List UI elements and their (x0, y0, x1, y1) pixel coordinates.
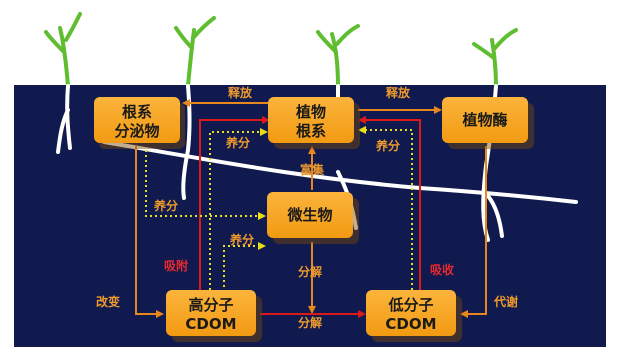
arrow-change (135, 146, 164, 318)
nutrient-path-4 (358, 126, 413, 290)
node-plant-enzyme-line1: 植物酶 (462, 111, 507, 129)
node-high-cdom: 高分子 CDOM (166, 290, 262, 342)
sprout-4 (472, 28, 518, 88)
label-nutrient-1: 养分 (225, 135, 250, 150)
label-enrich: 富集 (300, 162, 325, 177)
node-low-cdom-line1: 低分子 (387, 296, 433, 314)
node-high-cdom-line1: 高分子 (188, 296, 233, 314)
nutrient-dotted-paths (145, 126, 413, 292)
node-microbe-line1: 微生物 (286, 206, 332, 224)
label-nutrient-2: 养分 (375, 138, 400, 153)
label-absorb: 吸收 (430, 262, 454, 277)
node-root-exudate-line2: 分泌物 (114, 122, 159, 140)
node-microbe: 微生物 (267, 192, 359, 244)
sprout-2 (174, 16, 216, 88)
label-adsorb: 吸附 (164, 258, 188, 273)
label-change: 改变 (96, 294, 120, 309)
node-root-exudate-line1: 根系 (122, 103, 152, 121)
node-plant-root: 植物 根系 (268, 97, 360, 149)
sprout-3 (316, 24, 360, 88)
arrow-adsorb-red (199, 116, 270, 290)
label-decompose-1: 分解 (298, 264, 322, 279)
nutrient-path-3 (223, 242, 266, 292)
nutrient-path-1 (209, 128, 268, 290)
node-low-cdom: 低分子 CDOM (366, 290, 462, 342)
plant-sprouts (44, 12, 518, 88)
node-low-cdom-line2: CDOM (385, 315, 436, 333)
arrow-metabolize (460, 146, 487, 318)
label-release-right: 释放 (386, 85, 411, 100)
arrow-absorb-red (358, 116, 421, 290)
sprout-1 (44, 12, 82, 88)
label-release-left: 释放 (228, 85, 253, 100)
nutrient-path-2 (145, 150, 266, 220)
label-nutrient-3: 养分 (153, 198, 178, 213)
label-decompose-2: 分解 (298, 315, 322, 330)
node-high-cdom-line2: CDOM (185, 315, 236, 333)
node-plant-root-line1: 植物 (296, 103, 326, 121)
label-nutrient-4: 养分 (229, 232, 254, 247)
node-plant-enzyme: 植物酶 (442, 97, 534, 149)
label-metabolize: 代谢 (493, 294, 518, 309)
node-plant-root-line2: 根系 (296, 122, 326, 140)
node-root-exudate: 根系 分泌物 (94, 97, 185, 149)
